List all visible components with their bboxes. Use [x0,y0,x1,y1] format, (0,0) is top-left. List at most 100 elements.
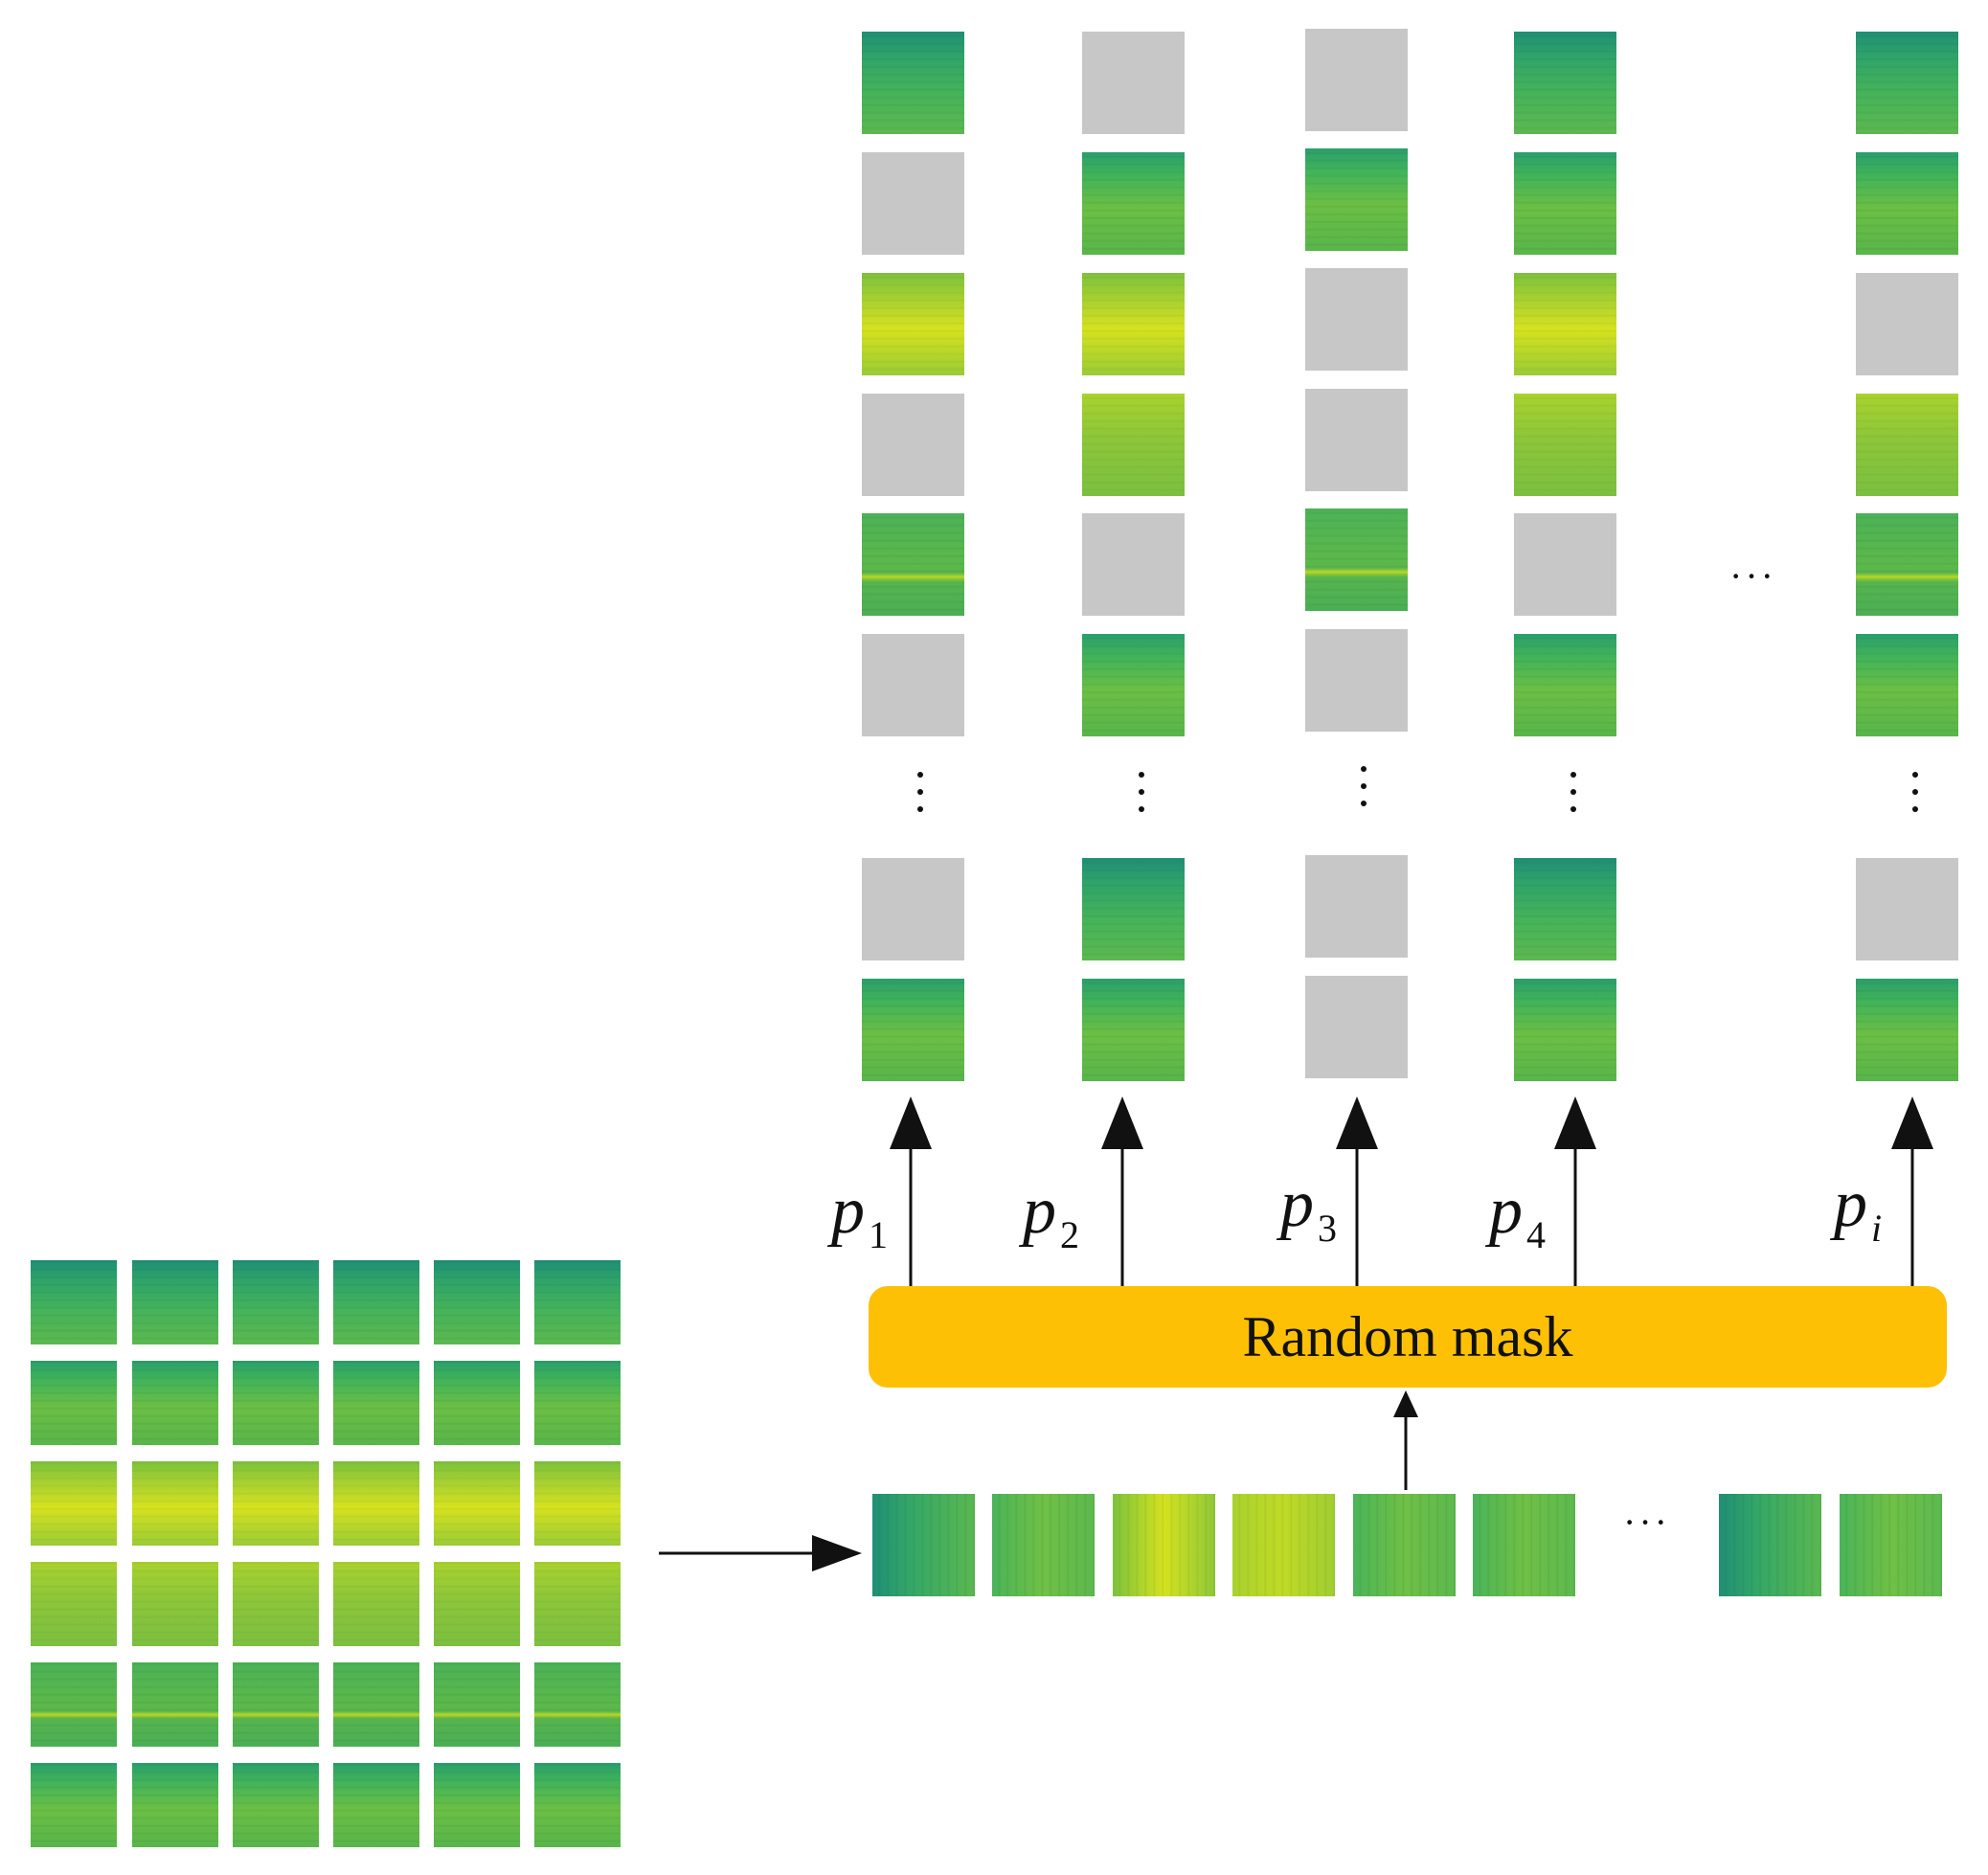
column-patch [1856,394,1958,496]
masked-patch [1305,29,1408,131]
grid-patch [534,1361,621,1445]
sequence-patch [1232,1494,1335,1596]
grid-patch [31,1260,117,1344]
vertical-ellipsis [1911,772,1919,824]
grid-patch [31,1662,117,1747]
grid-patch [333,1662,419,1747]
mask-to-column-4-arrow [1554,1096,1596,1286]
column-patch [1514,32,1616,134]
column-patch [1856,513,1958,616]
vertical-ellipsis [1570,772,1577,824]
column-patch [1856,152,1958,255]
masked-patch [862,634,964,736]
grid-patch [233,1763,319,1847]
grid-patch [534,1662,621,1747]
column-patch [1082,394,1185,496]
masked-patch [862,394,964,496]
sequence-patch [872,1494,975,1596]
grid-patch [434,1461,520,1546]
masked-patch [1305,268,1408,371]
column-patch [1514,152,1616,255]
grid-patch [132,1361,218,1445]
grid-patch [333,1461,419,1546]
grid-patch [132,1763,218,1847]
column-patch [862,32,964,134]
grid-patch [434,1662,520,1747]
grid-patch [434,1562,520,1646]
column-patch [1305,148,1408,251]
masked-patch [1856,858,1958,960]
column-patch [1514,979,1616,1081]
column-patch [1514,858,1616,960]
grid-patch [132,1461,218,1546]
grid-patch [534,1763,621,1847]
masked-patch [1856,273,1958,375]
grid-patch [132,1662,218,1747]
column-patch [1856,32,1958,134]
masked-patch [1082,32,1185,134]
grid-patch [434,1260,520,1344]
mask-to-column-i-arrow [1891,1096,1933,1286]
masked-patch [1514,513,1616,616]
grid-patch [534,1562,621,1646]
column-patch [862,979,964,1081]
mask-to-column-2-arrow [1101,1096,1143,1286]
grid-patch [233,1461,319,1546]
grid-patch [333,1260,419,1344]
flatten-arrow [659,1535,862,1571]
random-mask-label: Random mask [1242,1304,1573,1368]
grid-patch [132,1260,218,1344]
column-patch [1514,394,1616,496]
grid-patch [534,1260,621,1344]
grid-patch [31,1562,117,1646]
columns-ellipsis: ··· [1729,554,1776,598]
sequence-patch [1473,1494,1575,1596]
grid-patch [534,1461,621,1546]
vertical-ellipsis [1360,766,1367,818]
vertical-ellipsis [916,772,924,824]
column-patch [1305,508,1408,611]
masked-patch [862,152,964,255]
grid-patch [233,1361,319,1445]
column-patch [1514,273,1616,375]
grid-patch [333,1763,419,1847]
random-mask-box: Random mask [869,1286,1947,1388]
grid-patch [233,1260,319,1344]
column-patch [862,273,964,375]
mask-to-column-3-arrow [1336,1096,1378,1286]
sequence-patch [1353,1494,1456,1596]
grid-patch [434,1361,520,1445]
sequence-to-mask-arrow [1393,1390,1418,1490]
mask-to-column-1-arrow [890,1096,932,1286]
masked-patch [1305,976,1408,1078]
grid-patch [233,1562,319,1646]
column-patch [1082,152,1185,255]
grid-patch [132,1562,218,1646]
sequence-patch [1840,1494,1942,1596]
grid-patch [31,1763,117,1847]
column-patch [1856,979,1958,1081]
column-patch [1082,634,1185,736]
masked-patch [1305,629,1408,732]
column-patch [1856,634,1958,736]
masked-patch [1305,389,1408,491]
grid-patch [31,1461,117,1546]
masked-patch [1305,855,1408,958]
masked-patch [862,858,964,960]
masked-patch [1082,513,1185,616]
grid-patch [333,1562,419,1646]
sequence-patch [992,1494,1095,1596]
column-patch [1082,979,1185,1081]
grid-patch [233,1662,319,1747]
grid-patch [333,1361,419,1445]
vertical-ellipsis [1138,772,1145,824]
sequence-patch [1113,1494,1215,1596]
grid-patch [434,1763,520,1847]
column-patch [1514,634,1616,736]
